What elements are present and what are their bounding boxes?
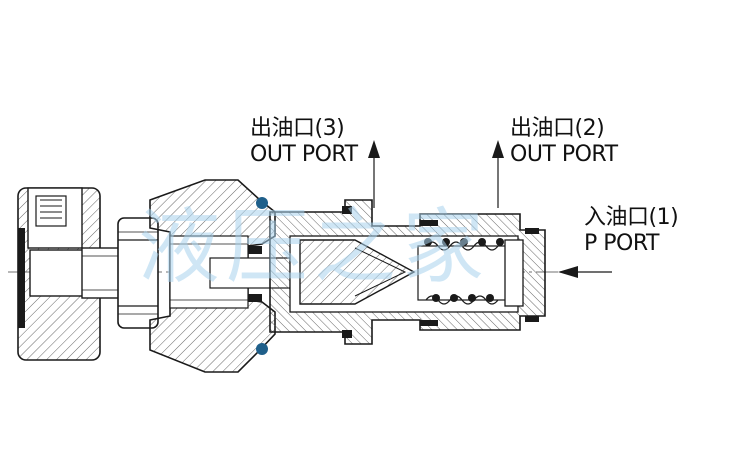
seals <box>248 197 539 355</box>
cartridge-sleeve <box>269 199 546 345</box>
adjustment-knob <box>17 187 101 361</box>
port-2-label: 出油口(2) OUT PORT <box>510 116 618 168</box>
port-3-label: 出油口(3) OUT PORT <box>250 116 358 168</box>
port-1-en: P PORT <box>584 231 659 256</box>
adjusting-stem <box>81 247 125 299</box>
port-3-cn: 出油口(3) <box>250 116 345 141</box>
flow-arrows <box>368 140 612 278</box>
port-2-en: OUT PORT <box>510 142 618 167</box>
port-3-en: OUT PORT <box>250 142 358 167</box>
lock-nut <box>117 217 159 329</box>
port-1-cn: 入油口(1) <box>584 205 679 230</box>
port-2-cn: 出油口(2) <box>510 116 605 141</box>
watermark-text: 液压之家 <box>138 200 491 295</box>
port-1-label: 入油口(1) P PORT <box>584 205 679 257</box>
